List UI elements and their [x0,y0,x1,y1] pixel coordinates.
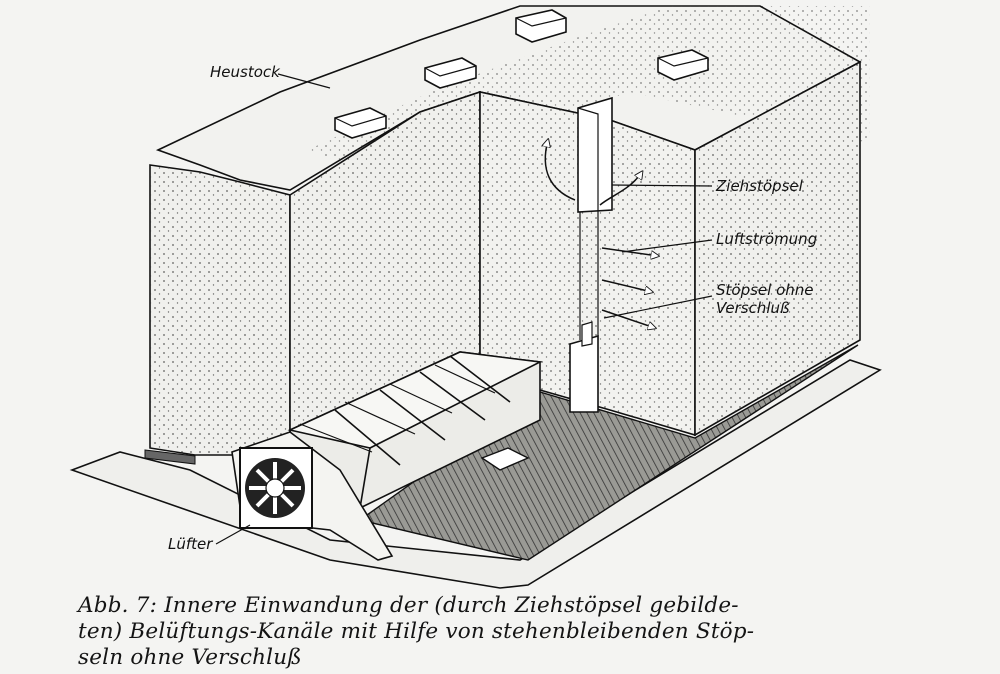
label-heustock: Heustock [210,63,280,81]
caption-line-1: Abb. 7: Innere Einwandung der (durch Zie… [78,593,739,618]
floor-opening [480,447,530,471]
label-verschluss: Verschluß [716,299,790,317]
ground-plate [69,359,882,589]
hay-ventilation-illustration [69,0,882,589]
label-ziehstoepsel: Ziehstöpsel [716,177,803,195]
luefter-fan [231,431,394,561]
label-luefter: Lüfter [168,535,213,553]
leader-lines [215,73,713,545]
caption-line-2: ten) Belüftungs-Kanäle mit Hilfe von ste… [78,619,755,644]
figure-caption: Abb. 7: Innere Einwandung der (durch Zie… [78,593,978,671]
caption-line-3: seln ohne Verschluß [78,645,302,670]
stopper-without-closure [569,321,599,413]
label-luftstroemung: Luftströmung [716,230,818,248]
ziehstoepsel-column [577,96,613,340]
stopper-blocks-top [334,9,709,139]
label-stoepsel-ohne: Stöpsel ohne [716,281,814,299]
airflow-arrows [545,140,658,328]
